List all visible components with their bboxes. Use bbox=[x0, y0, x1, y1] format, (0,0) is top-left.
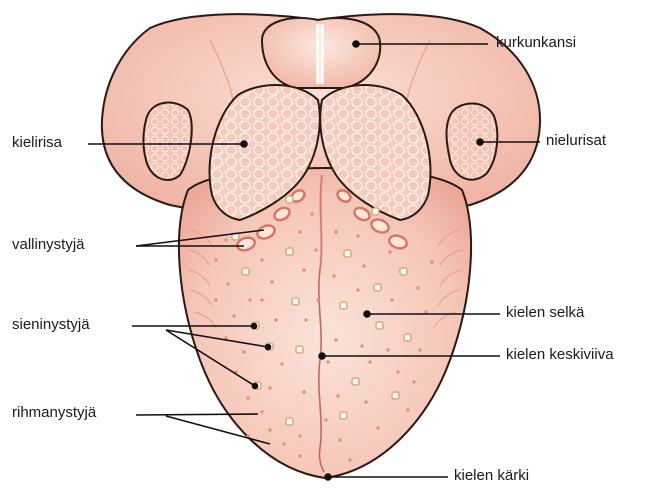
label-median-sulcus: kielen keskiviiva bbox=[506, 346, 614, 364]
label-dorsum: kielen selkä bbox=[506, 304, 584, 322]
label-palatine-tonsils: nielurisat bbox=[546, 132, 606, 150]
label-filiform-papillae: rihmanystyjä bbox=[12, 404, 96, 422]
label-tip: kielen kärki bbox=[454, 467, 529, 485]
palatine-tonsil-left bbox=[143, 103, 191, 180]
label-vallate-papillae: vallinystyjä bbox=[12, 236, 85, 254]
epiglottis bbox=[262, 18, 380, 88]
label-epiglottis: kurkunkansi bbox=[496, 34, 576, 52]
label-lingual-tonsil: kielirisa bbox=[12, 134, 62, 152]
label-fungiform-papillae: sieninystyjä bbox=[12, 316, 90, 334]
